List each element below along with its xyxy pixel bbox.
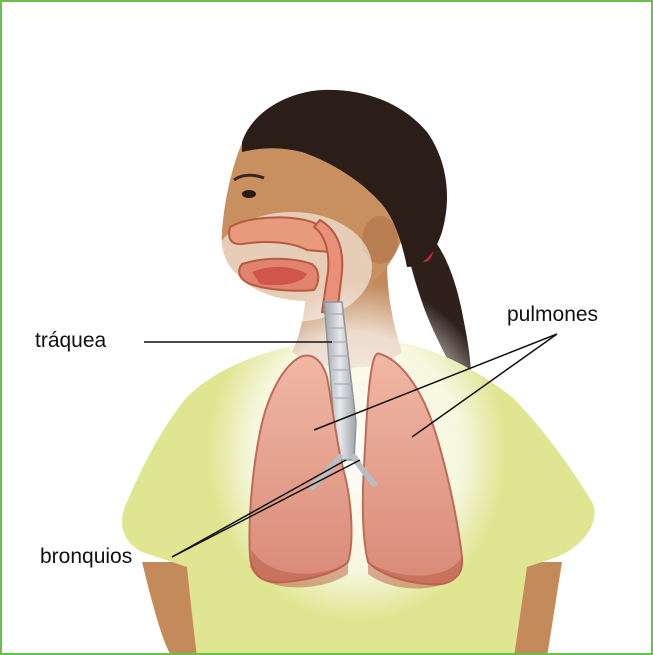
eye [242, 190, 256, 198]
organ-glow [207, 282, 507, 622]
bronchi-label: bronquios [40, 546, 132, 567]
trachea-label: tráquea [35, 330, 106, 351]
lungs-label: pulmones [507, 304, 598, 325]
